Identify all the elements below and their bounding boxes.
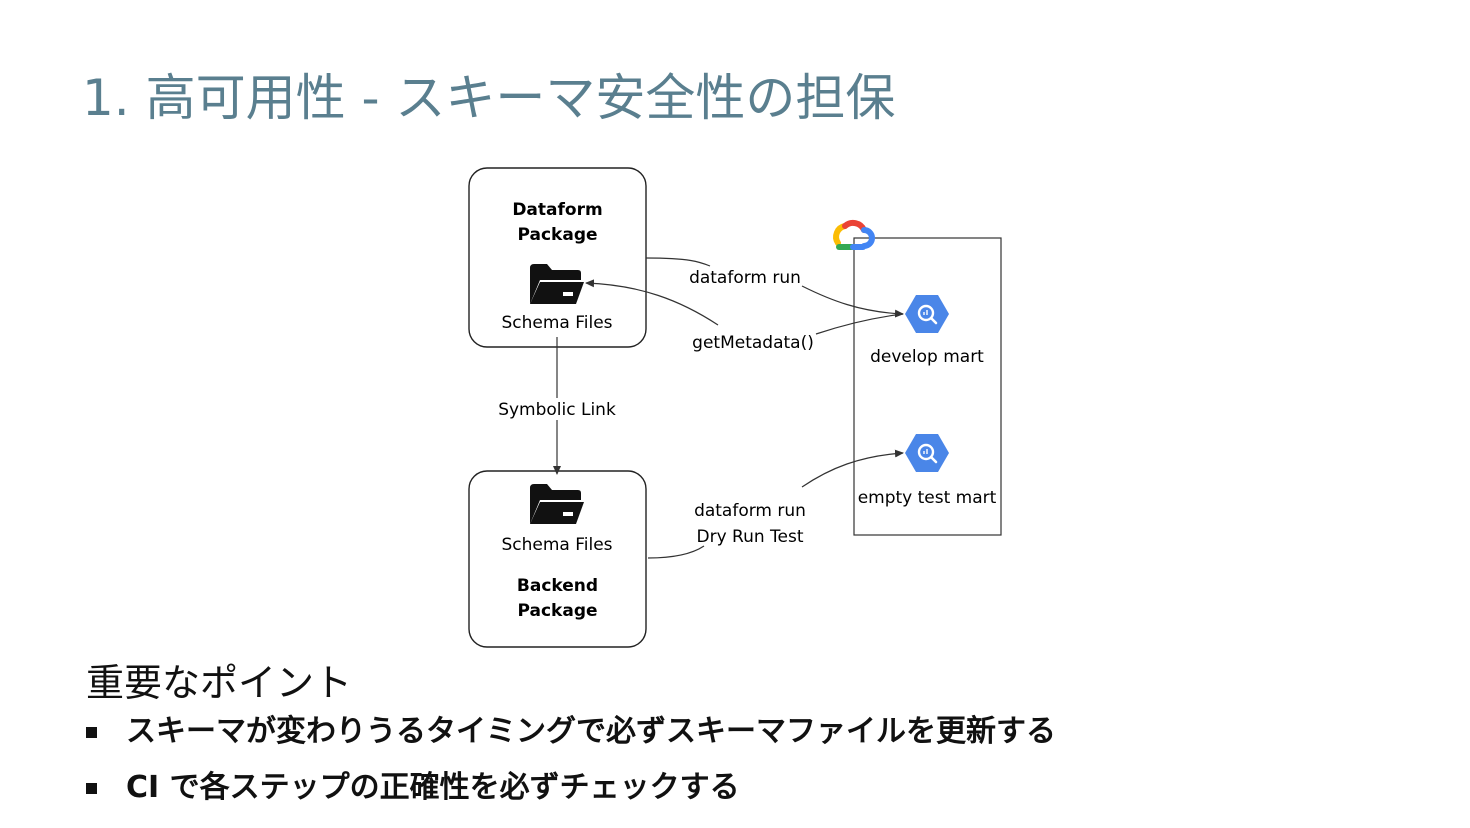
bullet-square-icon	[86, 727, 97, 738]
dataform-schema-files-label: Schema Files	[501, 313, 612, 333]
symbolic-link-edge: Symbolic Link	[498, 337, 616, 475]
backend-package-title-line2: Package	[517, 601, 597, 621]
empty-test-mart-label: empty test mart	[858, 488, 997, 508]
dataform-package-box: Dataform Package Schema Files	[468, 167, 647, 348]
bullet-square-icon	[86, 783, 97, 794]
get-metadata-label: getMetadata()	[692, 333, 814, 353]
backend-package-title-line1: Backend	[517, 576, 598, 596]
backend-package-box: Schema Files Backend Package	[468, 470, 647, 648]
bigquery-test-mart-icon	[905, 434, 949, 472]
key-point-text: スキーマが変わりうるタイミングで必ずスキーマファイルを更新する	[126, 714, 1056, 749]
gcp-project-frame	[853, 237, 1002, 536]
list-item: CI で各ステップの正確性を必ずチェックする	[86, 768, 1056, 824]
bigquery-develop-mart-icon	[905, 295, 949, 333]
folder-icon	[530, 484, 584, 524]
key-point-text: CI で各ステップの正確性を必ずチェックする	[126, 770, 740, 805]
symbolic-link-label: Symbolic Link	[498, 400, 616, 420]
folder-icon	[530, 264, 584, 304]
dataform-run-edge: dataform run	[645, 257, 904, 318]
dry-run-label-line2: Dry Run Test	[696, 527, 803, 547]
dataform-package-title-line2: Package	[517, 225, 597, 245]
get-metadata-edge: getMetadata()	[585, 279, 904, 353]
dataform-package-title-line1: Dataform	[512, 200, 602, 220]
dataform-run-label: dataform run	[689, 268, 801, 288]
key-points-list: スキーマが変わりうるタイミングで必ずスキーマファイルを更新する CI で各ステッ…	[86, 712, 1056, 824]
key-points-heading: 重要なポイント	[86, 661, 353, 705]
architecture-diagram: Dataform Package Schema Files Schema Fil…	[468, 167, 1002, 648]
dry-run-label-line1: dataform run	[694, 501, 806, 521]
dry-run-test-edge: dataform run Dry Run Test	[647, 449, 904, 559]
backend-schema-files-label: Schema Files	[501, 535, 612, 555]
google-cloud-icon	[833, 219, 875, 250]
develop-mart-label: develop mart	[870, 347, 984, 367]
slide-title: 1. 高可用性 - スキーマ安全性の担保	[82, 69, 896, 127]
list-item: スキーマが変わりうるタイミングで必ずスキーマファイルを更新する	[86, 712, 1056, 768]
